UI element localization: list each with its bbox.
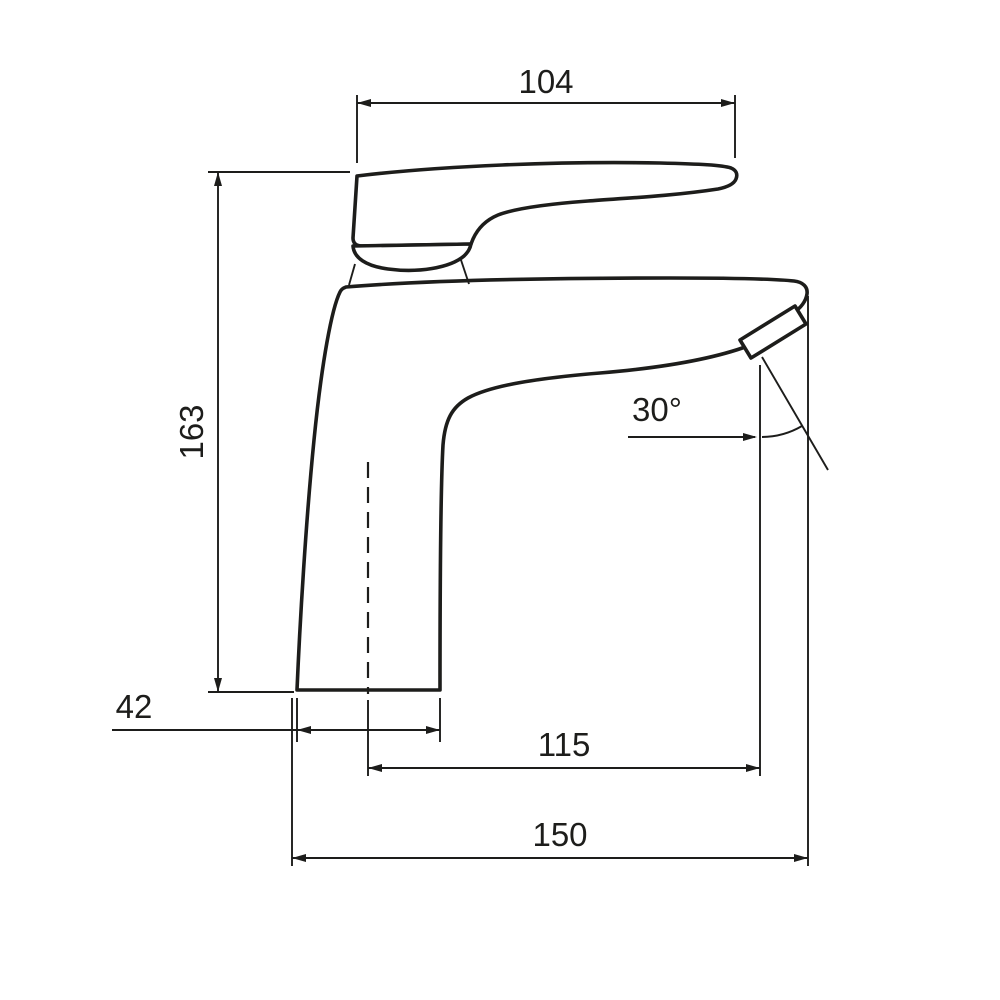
dim-42-arrow-left: [297, 726, 311, 734]
dimension-115: 115: [367, 365, 761, 776]
faucet-aerator: [738, 304, 808, 360]
dim-150-arrow-left: [292, 854, 306, 862]
dim-104-arrow-right: [721, 99, 735, 107]
dim-104-arrow-left: [357, 99, 371, 107]
angle-30: 30°: [628, 356, 829, 471]
dim-104-label: 104: [518, 63, 573, 100]
dim-115-arrow-right: [746, 764, 760, 772]
faucet-handle-lever: [351, 160, 739, 248]
angle-30-arrow: [743, 433, 757, 441]
dimension-150: 150: [291, 296, 809, 866]
faucet-collar-left-edge: [348, 263, 356, 286]
faucet-pivot-dome: [351, 242, 473, 273]
dimension-104: 104: [356, 63, 736, 163]
dim-150-label: 150: [532, 816, 587, 853]
angle-30-arc: [761, 425, 803, 438]
faucet-body: [295, 276, 809, 692]
dim-42-label: 42: [116, 688, 153, 725]
dimension-42: 42: [112, 688, 441, 742]
dim-163-label: 163: [173, 404, 210, 459]
dim-163-arrow-bottom: [214, 678, 222, 692]
dim-115-label: 115: [538, 726, 591, 763]
faucet-outline: [295, 160, 809, 694]
dim-163-arrow-top: [214, 172, 222, 186]
faucet-collar-right-edge: [460, 259, 470, 285]
dim-42-arrow-right: [426, 726, 440, 734]
dim-150-arrow-right: [794, 854, 808, 862]
dim-115-arrow-left: [368, 764, 382, 772]
angle-30-label: 30°: [632, 391, 682, 428]
dimension-163: 163: [173, 171, 350, 693]
angle-30-slanted-line: [761, 356, 829, 471]
